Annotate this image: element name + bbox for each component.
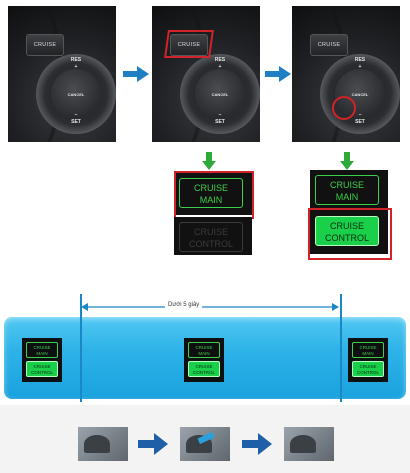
indicator-line2: CONTROL <box>188 239 233 249</box>
indicator-line2: CONTROL <box>356 370 379 375</box>
cruise-button-label: CRUISE <box>33 42 57 48</box>
arrow-down-icon <box>340 152 354 170</box>
arrow-right-icon <box>265 66 291 82</box>
cruise-main-indicator: CRUISE MAIN <box>310 170 388 208</box>
res-label: RES <box>70 57 82 63</box>
indicator-line2: MAIN <box>36 351 48 356</box>
timeline-end-line <box>340 294 342 402</box>
indicator-line2: MAIN <box>199 195 223 205</box>
arrow-right-icon <box>138 433 168 455</box>
set-button[interactable]: SET <box>215 119 225 125</box>
res-label: RES <box>214 57 226 63</box>
pedal-photo-3 <box>284 427 334 461</box>
cancel-button[interactable]: CANCEL <box>211 92 229 97</box>
plus-label: + <box>74 64 78 70</box>
indicator-line1: CRUISE <box>193 227 228 237</box>
indicator-line1: CRUISE <box>359 364 377 369</box>
timeline-start-line <box>80 294 82 402</box>
indicator-line1: CRUISE <box>195 345 213 350</box>
indicator-line2: MAIN <box>335 192 359 202</box>
cruise-control-indicator-on: CRUISE CONTROL <box>310 210 388 254</box>
cruise-button[interactable]: CRUISE <box>26 34 64 56</box>
indicator-line1: CRUISE <box>33 364 51 369</box>
arrow-down-icon <box>202 152 216 170</box>
cruise-main-indicator: CRUISE MAIN <box>174 173 252 215</box>
cancel-button[interactable]: CANCEL <box>351 92 369 97</box>
arrow-right-icon <box>242 433 272 455</box>
set-button[interactable]: SET <box>355 119 365 125</box>
pedal-photo-1 <box>78 427 128 461</box>
cruise-button-label: CRUISE <box>317 42 341 48</box>
indicator-line2: MAIN <box>198 351 210 356</box>
set-button[interactable]: SET <box>71 119 81 125</box>
arrow-right-icon <box>123 66 149 82</box>
indicator-line1: CRUISE <box>33 345 51 350</box>
indicator-line2: CONTROL <box>324 233 369 243</box>
cruise-button[interactable]: CRUISE <box>310 34 348 56</box>
set-button-highlight <box>332 96 356 120</box>
indicator-line1: CRUISE <box>359 345 377 350</box>
indicator-line2: CONTROL <box>30 370 53 375</box>
minus-label: – <box>74 112 78 118</box>
plus-label: + <box>358 64 362 70</box>
indicator-line1: CRUISE <box>195 364 213 369</box>
duration-arrow-icon <box>81 303 339 311</box>
cruise-main-highlight <box>174 171 254 219</box>
indicator-line1: CRUISE <box>329 221 364 231</box>
indicator-line2: MAIN <box>362 351 374 356</box>
minus-label: – <box>358 112 362 118</box>
res-label: RES <box>354 57 366 63</box>
plus-label: + <box>218 64 222 70</box>
steering-panel-1: CRUISE RES + CANCEL – SET <box>8 6 116 142</box>
pedal-photo-2 <box>180 427 230 461</box>
cruise-button-label: CRUISE <box>177 42 201 48</box>
cruise-control-highlight <box>308 208 392 260</box>
steering-panel-2: CRUISE RES + CANCEL – SET <box>152 6 260 142</box>
duration-label: Dưới 5 giây <box>165 302 203 308</box>
minus-label: – <box>218 112 222 118</box>
cruise-control-indicator-off: CRUISE CONTROL <box>174 217 252 255</box>
cancel-button[interactable]: CANCEL <box>67 92 85 97</box>
indicator-line2: CONTROL <box>192 370 215 375</box>
cruise-button[interactable]: CRUISE <box>170 34 208 56</box>
steering-panel-3: CRUISE RES + CANCEL – SET <box>292 6 400 142</box>
indicator-line1: CRUISE <box>329 180 364 190</box>
cruise-button-highlight <box>164 30 214 58</box>
indicator-line1: CRUISE <box>193 183 228 193</box>
